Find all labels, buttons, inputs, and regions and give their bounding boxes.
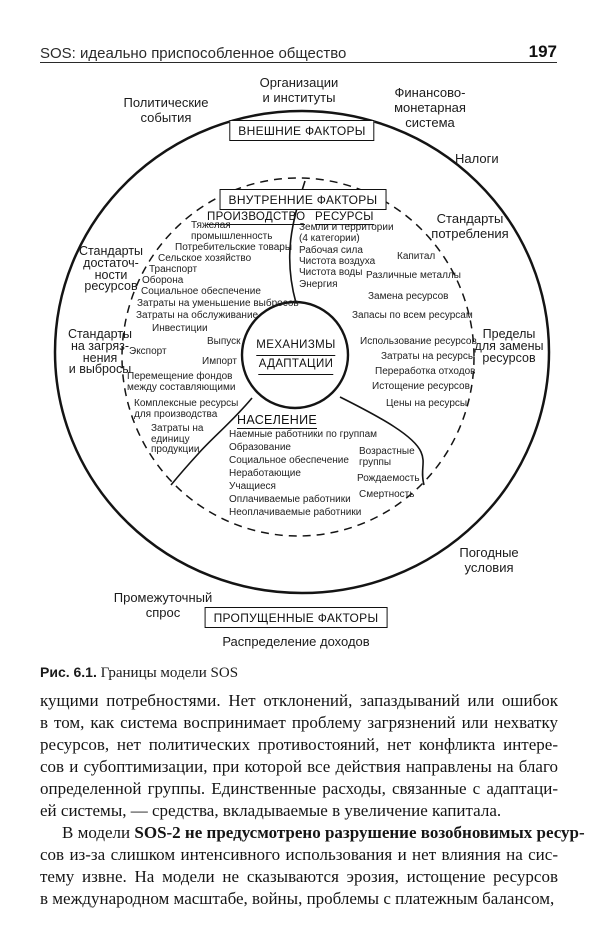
- resource-item: Энергия: [299, 279, 338, 290]
- production-item: Затраты на единицу продукции: [151, 423, 204, 456]
- production-item: Оборона: [142, 275, 184, 286]
- divider-down-left: [170, 397, 253, 486]
- population-item: Оплачиваемые работники: [229, 494, 351, 505]
- body-line: в международном масштабе, войны, проблем…: [40, 889, 555, 908]
- body-line: определенной группы. Единственные расход…: [40, 779, 558, 798]
- production-item: Затраты на обслуживание: [136, 310, 259, 321]
- label-income-distribution: Распределение доходов: [222, 634, 370, 649]
- production-item: Тяжелая промышленность: [191, 220, 273, 242]
- running-title: SOS: идеально приспособленное общество: [40, 45, 347, 62]
- divider-down-right: [339, 396, 425, 486]
- resource-item: Переработка отходов: [375, 366, 476, 377]
- population-item: Наемные работники по группам: [229, 429, 378, 440]
- label-consumption-standards: Стандарты потребления: [431, 211, 509, 241]
- body-line: В модели SOS-2 не предусмотрено разрушен…: [62, 823, 585, 842]
- population-item: Социальное обеспечение: [229, 455, 349, 466]
- production-header: ПРОИЗВОДСТВО: [207, 211, 306, 225]
- population-item: Образование: [229, 442, 291, 453]
- resource-item: Использование ресурсов: [360, 336, 477, 347]
- body-line: ресурсов, нет политических противостояни…: [40, 735, 558, 754]
- production-item: Социальное обеспечение: [141, 286, 261, 297]
- body-line: кущими потребностями. Нет отклонений, за…: [40, 691, 558, 710]
- label-replacement-limits: Пределы для замены ресурсов: [474, 327, 544, 365]
- caption-text: Границы модели SOS: [96, 665, 239, 681]
- label-sufficiency-standards: Стандарты достаточ- ности ресурсов: [78, 244, 144, 294]
- body-line: тему извне. На модели не сказываются эро…: [40, 867, 558, 886]
- population-item: Неработающие: [229, 468, 301, 479]
- resource-item: Различные металлы: [366, 270, 461, 281]
- population-item: Учащиеся: [229, 481, 276, 492]
- production-item: Потребительские товары: [175, 242, 293, 253]
- population-header: НАСЕЛЕНИЕ: [237, 413, 318, 429]
- label-political-events: Политические события: [123, 95, 209, 125]
- production-item: Транспорт: [149, 264, 198, 275]
- caption-number: Рис. 6.1.: [40, 664, 97, 680]
- adaptation-mechanisms-label: МЕХАНИЗМЫ АДАПТАЦИИ: [256, 337, 336, 375]
- resource-item: Затраты на ресурсы: [381, 351, 476, 362]
- population-item: Смертность: [359, 489, 415, 500]
- production-item: Инвестиции: [152, 323, 208, 334]
- production-item: Перемещение фондов между составляющими: [127, 371, 236, 393]
- label-intermediate-demand: Промежуточный спрос: [113, 590, 213, 620]
- external-factors-box: ВНЕШНИЕ ФАКТОРЫ: [229, 120, 375, 141]
- missing-factors-box: ПРОПУЩЕННЫЕ ФАКТОРЫ: [204, 607, 388, 628]
- resource-item: Замена ресурсов: [368, 291, 449, 302]
- population-item: Возрастные группы: [359, 446, 415, 468]
- label-weather-conditions: Погодные условия: [459, 545, 519, 575]
- label-financial-system: Финансово- монетарная система: [394, 85, 466, 130]
- resource-item: Запасы по всем ресурсам: [352, 310, 473, 321]
- resource-item: Чистота воздуха: [299, 256, 376, 267]
- resource-item: Чистота воды: [299, 267, 363, 278]
- inner-dashed-circle: [121, 177, 475, 537]
- population-item: Неоплачиваемые работники: [229, 507, 362, 518]
- body-line: сов и субоптимизации, при которой все де…: [40, 757, 558, 776]
- body-line: в том, как система воспринимает проблему…: [40, 713, 558, 732]
- resource-item: Капитал: [397, 251, 436, 262]
- production-item: Комплексные ресурсы для производства: [134, 398, 239, 420]
- body-line: ей системы, — средства, вкладываемые в у…: [40, 801, 502, 820]
- page-number: 197: [528, 42, 557, 61]
- resource-item: Цены на ресурсы: [386, 398, 468, 409]
- resources-header: РЕСУРСЫ: [315, 211, 374, 225]
- body-text: кущими потребностями. Нет отклонений, за…: [40, 690, 585, 910]
- label-organizations: Организации и институты: [259, 75, 339, 105]
- label-pollution-standards: Стандарты на загряз- нения и выбросы: [67, 327, 133, 377]
- production-item: Сельское хозяйство: [158, 253, 252, 264]
- resource-item: Рабочая сила: [299, 245, 363, 256]
- production-item: Затраты на уменьшение выбросов: [137, 298, 299, 309]
- figure-caption: Рис. 6.1. Границы модели SOS: [40, 664, 238, 682]
- sos-model-diagram: Организации и институты Финансово- монет…: [53, 75, 551, 649]
- resource-item: Истощение ресурсов: [372, 381, 470, 392]
- header-rule: [40, 62, 557, 63]
- production-item: Импорт: [202, 356, 237, 367]
- bold-text: SOS-2 не предусмотрено разрушение возобн…: [134, 823, 585, 842]
- production-item: Экспорт: [129, 346, 167, 357]
- body-line: сов из-за слишком интенсивного использов…: [40, 845, 558, 864]
- resource-item: Земли и территории (4 категории): [299, 222, 394, 244]
- production-item: Выпуск: [207, 336, 241, 347]
- label-taxes: Налоги: [455, 151, 499, 166]
- outer-circle: [53, 109, 551, 595]
- population-item: Рождаемость: [357, 473, 420, 484]
- internal-factors-box: ВНУТРЕННИЕ ФАКТОРЫ: [219, 189, 387, 210]
